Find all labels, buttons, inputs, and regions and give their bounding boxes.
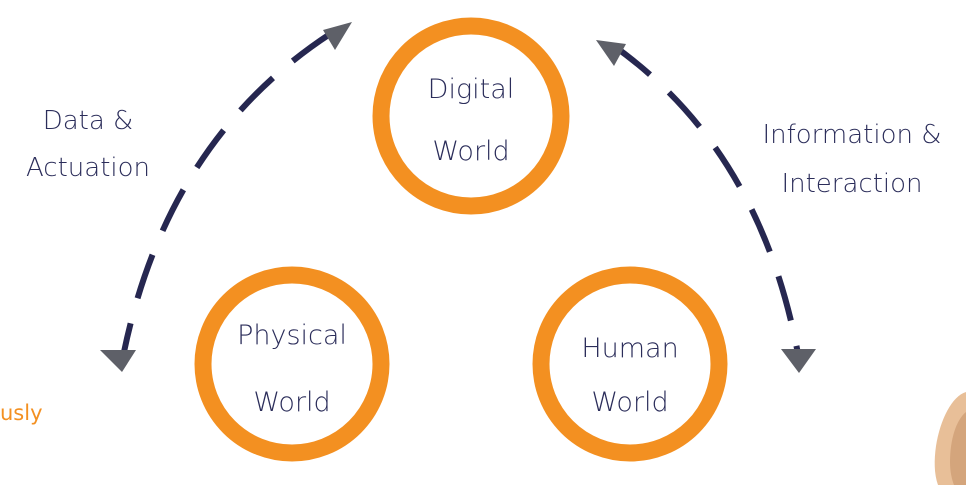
hand-shadow (950, 412, 966, 485)
physical-world-label-line1: Physical (237, 320, 347, 351)
right-dashed-arc (612, 43, 801, 355)
digital-world-ring (372, 17, 570, 215)
arrowhead-bottom-left-icon (100, 350, 136, 372)
data-actuation-label-line2: Actuation (26, 153, 150, 183)
human-world-label-line2: World (591, 387, 668, 418)
physical-world-ring (194, 266, 390, 462)
node-human-world: Human World (532, 266, 728, 462)
cropped-edge-text: usly (0, 401, 43, 425)
node-digital-world: Digital World (372, 17, 570, 215)
information-interaction-label-line1: Information & (762, 120, 941, 150)
link-label-information-interaction: Information & Interaction (762, 120, 941, 199)
human-world-ring (532, 266, 728, 462)
data-actuation-label-line1: Data & (43, 106, 134, 136)
node-physical-world: Physical World (194, 266, 390, 462)
human-world-label-line1: Human (581, 333, 678, 364)
digital-world-label-line1: Digital (428, 74, 515, 105)
digital-world-label-line2: World (432, 136, 509, 167)
link-label-data-actuation: Data & Actuation (26, 106, 150, 183)
arrowhead-bottom-right-icon (781, 349, 816, 373)
hand-image (934, 392, 966, 485)
right-connector-arrow (596, 40, 816, 373)
physical-world-label-line2: World (253, 387, 330, 418)
arrowhead-top-left-icon (323, 22, 352, 50)
left-dashed-arc (121, 31, 332, 353)
information-interaction-label-line2: Interaction (781, 169, 922, 199)
arrowhead-top-right-icon (596, 40, 626, 66)
left-connector-arrow (100, 22, 352, 372)
